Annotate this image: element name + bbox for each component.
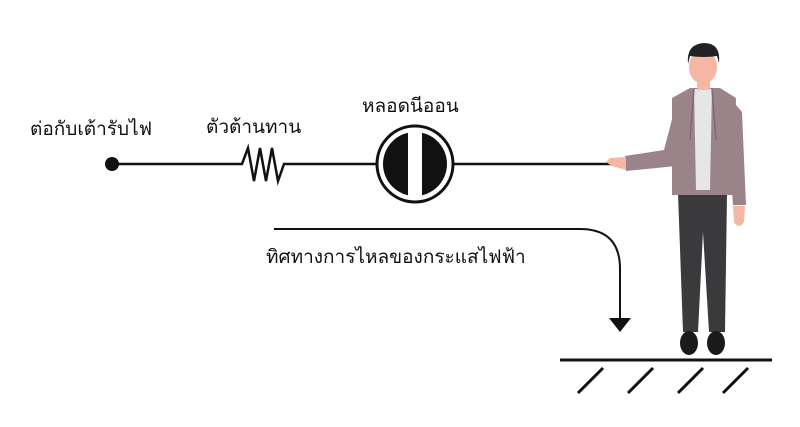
- resistor-symbol: [236, 143, 290, 186]
- person-extended-arm: [625, 104, 688, 171]
- arrow-head: [609, 318, 631, 332]
- resistor-label: ตัวต้านทาน: [206, 116, 301, 138]
- person-right-shoe: [707, 331, 725, 355]
- person-left-shoe: [680, 331, 698, 355]
- socket-terminal-dot: [105, 157, 119, 171]
- person-right-hand: [733, 206, 745, 226]
- socket-label: ต่อกับเต้ารับไฟ: [30, 118, 152, 140]
- ground-symbol: [560, 358, 772, 395]
- person-head: [689, 50, 717, 84]
- person-shirt: [694, 89, 712, 190]
- person-figure: [606, 43, 746, 355]
- neon-lamp-label: หลอดนีออน: [362, 95, 459, 117]
- current-direction-label: ทิศทางการไหลของกระแสไฟฟ้า: [266, 246, 526, 268]
- person-left-hand: [606, 157, 626, 170]
- neon-lamp-symbol: [375, 124, 455, 204]
- person-legs: [678, 193, 727, 332]
- circuit-wire: [112, 143, 612, 186]
- current-direction-arrow: [274, 228, 621, 318]
- person-hair: [687, 43, 720, 64]
